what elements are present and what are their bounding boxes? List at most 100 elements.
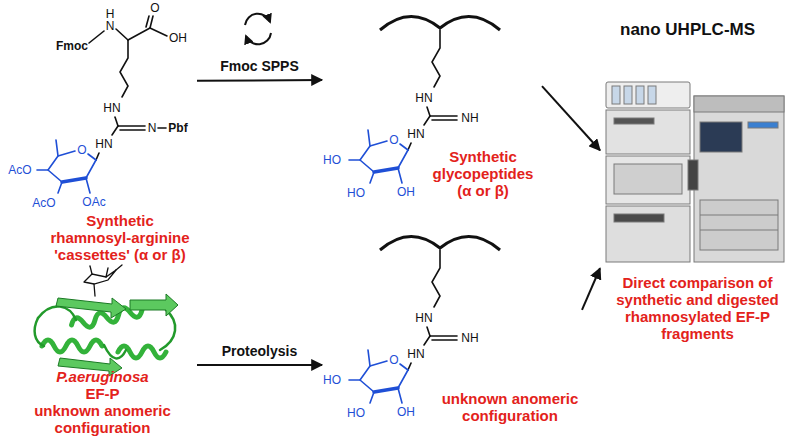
uhplc-ms-instrument xyxy=(694,96,784,262)
atom-label-holder: Fmoc xyxy=(56,40,88,53)
atom-label: O xyxy=(389,133,398,147)
protein-cartoon xyxy=(35,265,178,376)
uhplc-ms-instrument xyxy=(624,86,632,104)
atom-label: AcO xyxy=(8,163,31,177)
uhplc-ms-instrument xyxy=(700,215,778,216)
atom-label-holder: OH xyxy=(169,32,187,45)
amino-acid-structure xyxy=(150,28,167,36)
atom-label-holder: O xyxy=(389,354,398,367)
protein-cartoon xyxy=(84,265,122,296)
atom-label-holder: HN xyxy=(103,102,120,115)
reaction-arrow xyxy=(197,79,322,82)
caption-text: P.aeruginosa xyxy=(10,368,195,385)
uhplc-ms-instrument xyxy=(748,122,778,128)
atom-label: Fmoc xyxy=(56,39,88,53)
peptide-backbone xyxy=(380,16,500,30)
atom-label: Pbf xyxy=(168,121,187,135)
amino-acid-structure xyxy=(116,29,128,40)
amino-acid-structure xyxy=(89,16,167,128)
atom-label: O xyxy=(150,1,159,15)
atom-label-holder: HO xyxy=(347,407,365,420)
uhplc-ms-instrument xyxy=(614,214,664,222)
atom-label: N xyxy=(148,121,157,135)
atom-label-holder: HN xyxy=(407,348,424,361)
atom-label: OH xyxy=(397,405,415,419)
atom-label: H N xyxy=(106,7,115,33)
protein-panel: P.aeruginosaEF-Punknown anomeric configu… xyxy=(10,262,197,445)
cycle-arrows xyxy=(245,14,270,25)
rhamnose-ring xyxy=(349,350,408,403)
protein-cartoon xyxy=(104,345,126,358)
atom-label: HN xyxy=(95,137,112,151)
cycle-arrows xyxy=(246,33,271,44)
arrow-label: Fmoc SPPS xyxy=(220,58,299,74)
uhplc-ms-instrument xyxy=(614,164,682,194)
rhamnose-ring xyxy=(37,140,96,193)
atom-label-holder: N xyxy=(148,122,157,135)
text-holder: EF-P xyxy=(10,385,195,402)
protein-cartoon xyxy=(106,268,108,277)
atom-label-holder: O xyxy=(150,2,159,15)
protein-cartoon xyxy=(56,298,126,318)
atom-label-holder: NH xyxy=(461,332,478,345)
reaction-arrow xyxy=(197,364,322,366)
reaction-arrow xyxy=(542,86,600,150)
uhplc-ms-instrument xyxy=(700,122,742,152)
atom-label: NH xyxy=(461,331,478,345)
protein-cartoon xyxy=(90,266,92,274)
atom-label-holder: HN xyxy=(415,312,432,325)
caption-text: Synthetic rhamnosyl-arginine 'cassettes'… xyxy=(45,212,195,263)
protein-cartoon xyxy=(130,294,178,316)
uhplc-ms-instrument xyxy=(614,118,654,124)
protein-cartoon xyxy=(35,318,44,346)
atom-label: HN xyxy=(103,101,120,115)
amino-acid-structure xyxy=(146,16,149,27)
atom-label-holder: OAc xyxy=(82,196,105,209)
caption-text: Direct comparison of synthetic and diges… xyxy=(600,274,795,342)
uhplc-ms-instrument xyxy=(606,82,690,108)
arrow-label: Proteolysis xyxy=(222,343,297,359)
atom-label: HO xyxy=(347,406,365,420)
atom-label: HN xyxy=(415,311,432,325)
text-holder: Synthetic glycopeptides (α or β) xyxy=(427,148,539,199)
atom-label-holder: O xyxy=(389,134,398,147)
uhplc-ms-instrument xyxy=(700,200,778,250)
uhplc-ms-instrument xyxy=(648,86,656,104)
atom-label-holder: H N xyxy=(105,8,115,32)
arginine-chain xyxy=(408,250,457,370)
protein-cartoon xyxy=(160,310,175,350)
amino-acid-structure xyxy=(128,28,150,40)
atom-label: NH xyxy=(461,111,478,125)
caption-text: Synthetic glycopeptides (α or β) xyxy=(427,148,539,199)
atom-label-holder: OH xyxy=(397,186,415,199)
cycle-arrows xyxy=(245,14,271,45)
atom-label: HN xyxy=(415,91,432,105)
text-holder: unknown anomeric configuration xyxy=(440,390,580,424)
atom-label-holder: HN xyxy=(415,92,432,105)
atom-label: OH xyxy=(169,31,187,45)
atom-label: HO xyxy=(347,186,365,200)
uhplc-ms-instrument xyxy=(606,82,784,262)
arginine-chain xyxy=(96,40,145,160)
instrument-panel: nano UHPLC-MS Direct comparison of synthe… xyxy=(600,8,797,355)
uhplc-ms-instrument xyxy=(700,230,778,231)
atom-label: O xyxy=(77,143,86,157)
atom-label-holder: Pbf xyxy=(168,122,187,135)
instrument-title: nano UHPLC-MS xyxy=(620,20,790,40)
text-holder: unknown anomeric configuration xyxy=(10,402,195,436)
protein-cartoon xyxy=(35,306,176,358)
uhplc-ms-instrument xyxy=(606,156,690,204)
text-holder: Synthetic rhamnosyl-arginine 'cassettes'… xyxy=(45,212,195,263)
amino-acid-structure xyxy=(89,31,104,43)
caption-text: unknown anomeric configuration xyxy=(10,402,195,436)
atom-label-holder: NH xyxy=(461,112,478,125)
arrow-label-holder: Proteolysis xyxy=(220,343,299,359)
uhplc-ms-instrument xyxy=(606,110,690,154)
protein-cartoon xyxy=(94,284,95,296)
atom-label-holder: AcO xyxy=(32,197,55,210)
atom-label: HO xyxy=(323,373,341,387)
protein-cartoon xyxy=(42,304,166,358)
atom-label-holder: HO xyxy=(323,374,341,387)
protein-cartoon xyxy=(42,340,102,352)
